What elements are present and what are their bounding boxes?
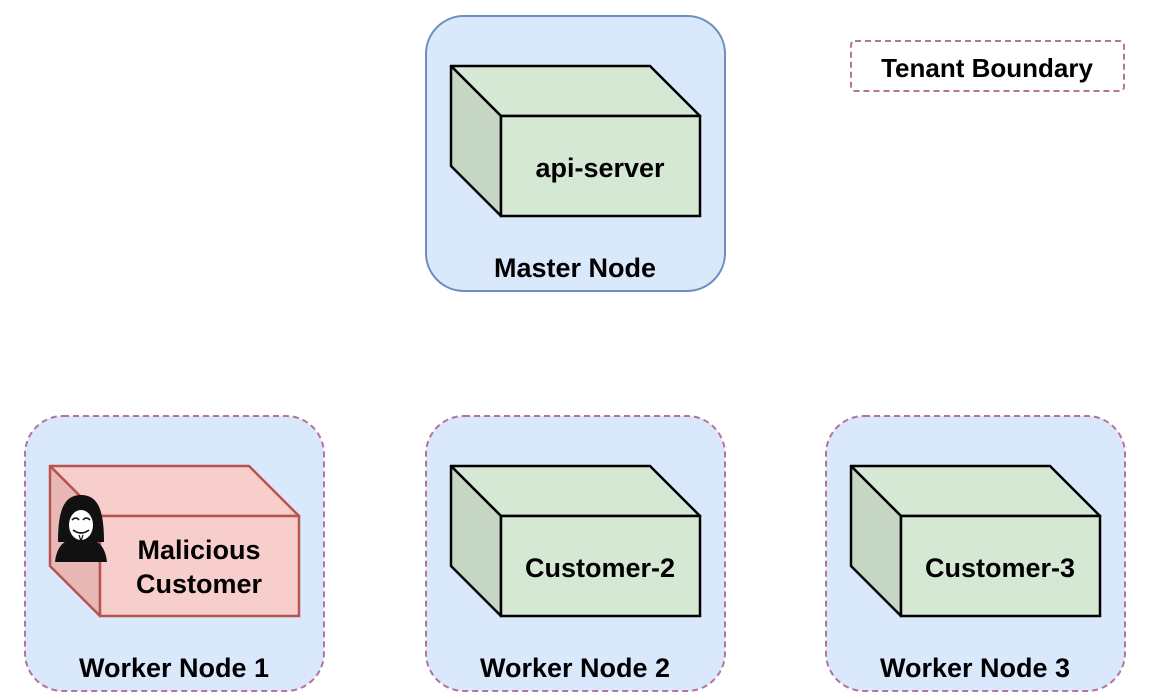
api-server-box-front (499, 114, 702, 218)
customer-3-box-front (899, 514, 1102, 618)
legend-tenant-boundary-swatch (850, 40, 1125, 92)
api-server-box: api-server (449, 64, 702, 218)
customer-2-label: Customer-2 (525, 553, 675, 583)
worker-node-1-label: Worker Node 1 (79, 653, 269, 683)
api-server-label: api-server (535, 153, 665, 183)
malicious-customer-label-line1: Malicious (137, 535, 260, 565)
malicious-customer-box: Malicious Customer (48, 464, 301, 618)
customer-3-label: Customer-3 (925, 553, 1075, 583)
master-node-label: Master Node (494, 253, 656, 283)
worker-node-3: Customer-3 Worker Node 3 (825, 415, 1126, 692)
worker-node-1: Malicious Customer Worker Node 1 (24, 415, 325, 692)
master-node: api-server Master Node (425, 15, 726, 292)
malicious-customer-label-line2: Customer (136, 569, 263, 599)
worker-node-3-label: Worker Node 3 (880, 653, 1070, 683)
customer-3-box: Customer-3 (849, 464, 1102, 618)
worker-node-2: Customer-2 Worker Node 2 (425, 415, 726, 692)
malicious-customer-box-front (98, 514, 301, 618)
customer-2-box: Customer-2 (449, 464, 702, 618)
worker-node-2-label: Worker Node 2 (480, 653, 670, 683)
legend-label: Tenant Boundary (881, 53, 1093, 83)
customer-2-box-front (499, 514, 702, 618)
legend: Tenant Boundary (850, 40, 1125, 92)
hacker-icon (55, 495, 107, 562)
